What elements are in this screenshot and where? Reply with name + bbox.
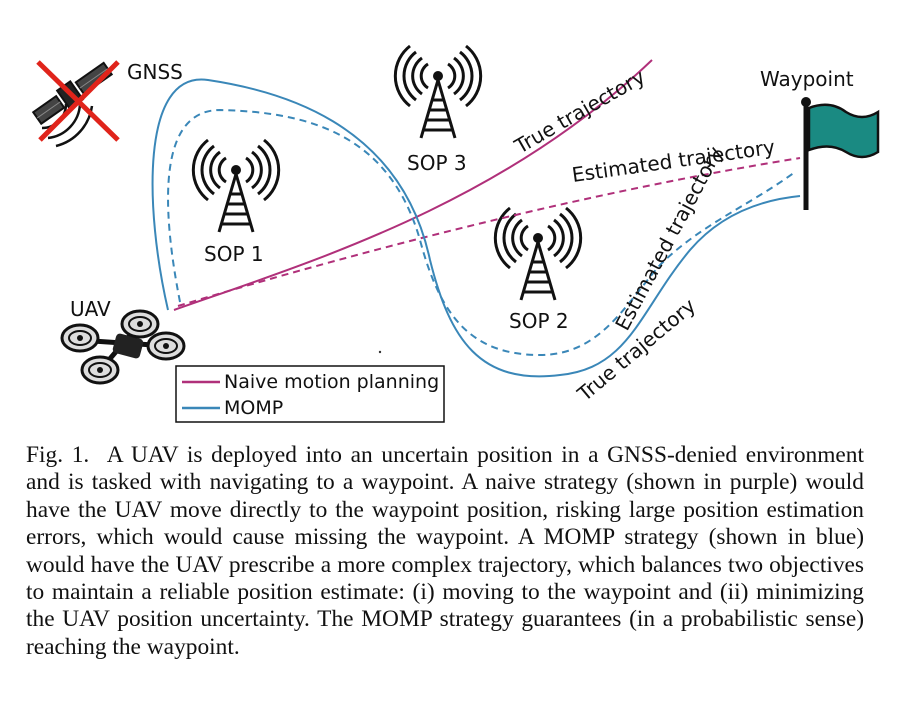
drone-icon — [60, 309, 186, 385]
flag-icon — [801, 97, 880, 210]
sop1-label: SOP 1 — [204, 242, 264, 266]
figure-caption: Fig. 1. A UAV is deployed into an uncert… — [26, 442, 864, 661]
figure-illustration: GNSS SOP 1 SOP 3 SOP 2 Waypoint True tra… — [31, 44, 880, 423]
caption-text: A UAV is deployed into an uncertain posi… — [26, 442, 864, 660]
momp-true-trajectory — [151, 78, 801, 378]
naive-true-trajectory-label: True trajectory — [510, 64, 650, 158]
cross-out-mark — [36, 60, 120, 142]
figure-number: Fig. 1. — [26, 442, 90, 468]
sop2-label: SOP 2 — [509, 309, 569, 333]
satellite-icon — [31, 60, 120, 148]
naive-true-trajectory — [173, 59, 653, 311]
waypoint-label: Waypoint — [760, 67, 854, 91]
sop3-label: SOP 3 — [407, 151, 467, 175]
naive-estimated-trajectory-label: Estimated trajectory — [570, 135, 776, 187]
momp-estimated-trajectory — [167, 108, 796, 357]
legend-label-momp: MOMP — [224, 397, 283, 419]
cell-tower-icon — [393, 44, 483, 140]
legend-label-naive: Naive motion planning — [224, 371, 439, 393]
naive-estimated-trajectory — [177, 157, 801, 307]
cell-tower-icon — [493, 206, 583, 302]
cell-tower-icon — [191, 138, 281, 234]
uav-label: UAV — [70, 297, 111, 321]
legend: Naive motion planning MOMP — [175, 365, 445, 423]
gnss-label: GNSS — [127, 60, 183, 84]
